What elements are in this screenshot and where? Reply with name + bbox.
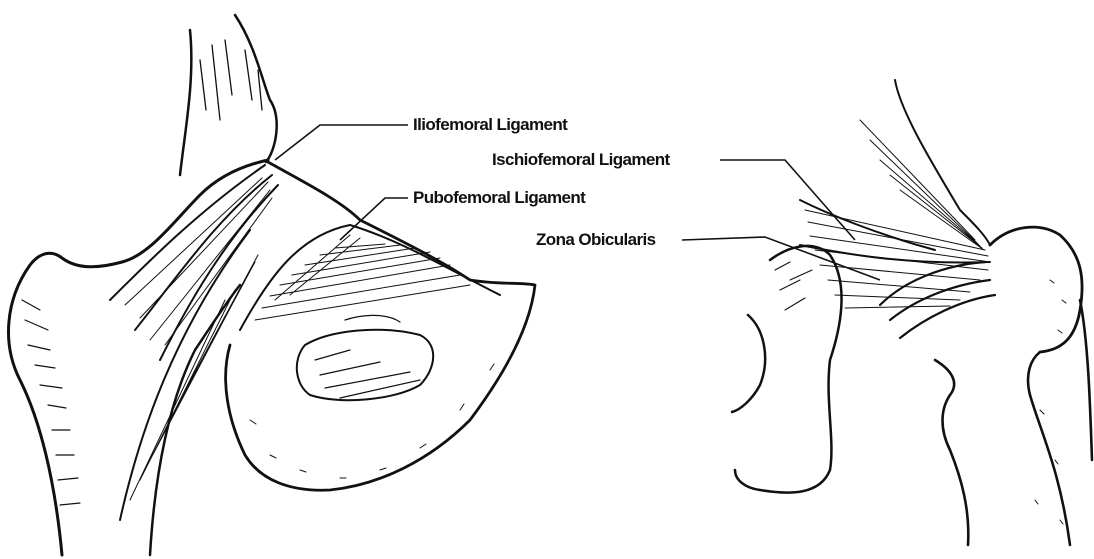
femur-head bbox=[990, 227, 1082, 352]
label-iliofemoral-ligament: Iliofemoral Ligament bbox=[413, 115, 567, 135]
ischium-shading bbox=[775, 262, 812, 310]
anterior-hip-view bbox=[9, 15, 535, 555]
label-zona-obicularis: Zona Obicularis bbox=[536, 230, 655, 250]
obturator-shading bbox=[315, 315, 420, 398]
femur-right-edge bbox=[1080, 300, 1092, 460]
iliofemoral-fibres bbox=[125, 178, 272, 500]
posterior-hip-view bbox=[732, 80, 1092, 545]
ischial-notch bbox=[732, 315, 765, 412]
pubofemoral-fibres bbox=[255, 235, 470, 320]
leader-zona bbox=[682, 237, 880, 280]
femur-outline bbox=[9, 160, 268, 555]
pubofemoral-ligament bbox=[240, 225, 500, 330]
femur-stipple bbox=[1035, 280, 1066, 524]
ischium-outline bbox=[735, 246, 842, 493]
label-ischiofemoral-ligament: Ischiofemoral Ligament bbox=[492, 150, 670, 170]
femur-neck-trochanter bbox=[935, 352, 1070, 545]
femur-shaft-right-edge bbox=[150, 285, 240, 555]
pubis-stipple bbox=[250, 364, 494, 478]
leader-ischiofemoral bbox=[720, 160, 855, 240]
ischiofemoral-ligament bbox=[800, 80, 990, 263]
ilium-outline bbox=[180, 15, 277, 175]
leader-iliofemoral bbox=[275, 125, 408, 160]
pubis-outline bbox=[226, 162, 535, 490]
zona-orbicularis bbox=[880, 262, 995, 338]
label-pubofemoral-ligament: Pubofemoral Ligament bbox=[413, 188, 585, 208]
